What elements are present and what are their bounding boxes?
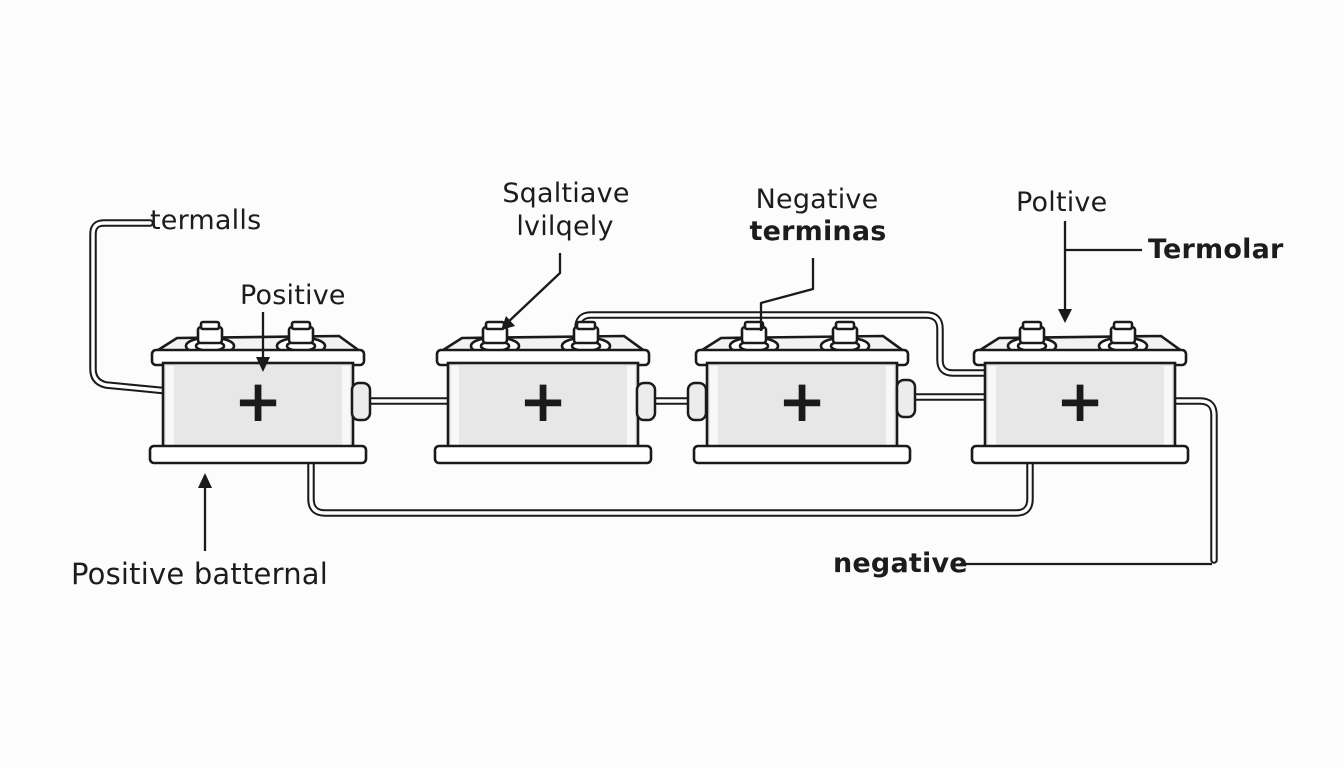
battery1-plus-symbol: + xyxy=(234,367,283,435)
battery3-plus-symbol: + xyxy=(778,367,827,435)
connector-nub xyxy=(686,381,708,422)
label-termolar: Termolar xyxy=(1148,234,1284,265)
label-negative-terminal-line1: Negative xyxy=(755,184,879,215)
connector-nub xyxy=(350,381,372,422)
label-positive-battery: Positive batternal xyxy=(71,557,328,591)
pointer-positive xyxy=(256,312,270,372)
wire-bottom-jumper xyxy=(307,454,1034,517)
label-negative-terminal-line2: terminas xyxy=(749,216,887,247)
wire-top-jumper xyxy=(574,311,994,377)
connector-nub xyxy=(895,378,917,419)
battery4-plus-symbol: + xyxy=(1056,367,1105,435)
pointer-squaltiave xyxy=(501,253,562,330)
label-poltive: Poltive xyxy=(1016,187,1108,218)
label-squaltiave-line1: Sqaltiave xyxy=(502,178,630,209)
label-positive: Positive xyxy=(240,280,346,311)
wire-negative-lead xyxy=(1166,397,1218,564)
label-squaltiave-line2: lvilqely xyxy=(516,211,614,242)
connector-nub xyxy=(635,381,657,422)
pointer-negative-terminal xyxy=(759,258,815,331)
label-negative: negative xyxy=(833,548,968,579)
pointer-poltive xyxy=(1058,221,1142,323)
battery2-plus-symbol: + xyxy=(519,367,568,435)
wire-left-terminal xyxy=(89,219,172,395)
pointer-positive-battery xyxy=(198,473,212,551)
label-terminals: termalls xyxy=(150,205,262,236)
